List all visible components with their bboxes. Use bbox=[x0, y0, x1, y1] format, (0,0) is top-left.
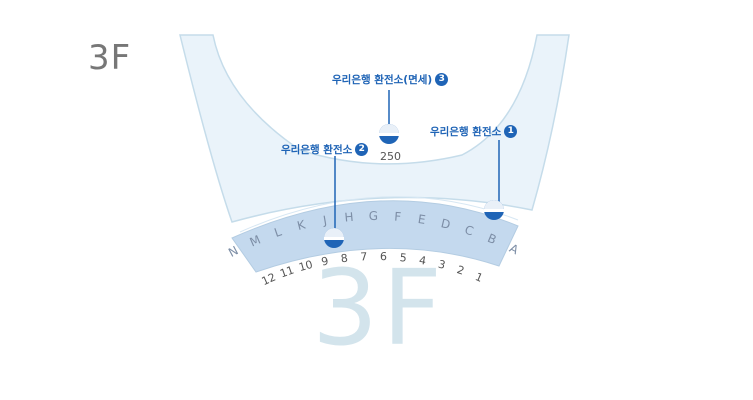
gate-number-7: 7 bbox=[360, 250, 368, 263]
gate-number-1: 1 bbox=[473, 270, 485, 285]
exchange-booth-icon[interactable] bbox=[324, 228, 344, 248]
booth-number-badge: 2 bbox=[355, 143, 369, 156]
exchange-booth-icon[interactable] bbox=[379, 124, 399, 144]
counter-band bbox=[231, 200, 519, 273]
exchange-booth-3-callout[interactable]: 우리은행 환전소(면세) 3 bbox=[332, 72, 449, 87]
zone-label-f: F bbox=[394, 210, 402, 224]
floor-label: 3F bbox=[88, 38, 132, 78]
gate-number-12: 12 bbox=[260, 271, 278, 289]
zone-label-m: M bbox=[248, 233, 263, 250]
exchange-booth-2-callout[interactable]: 우리은행 환전소 2 bbox=[281, 142, 369, 157]
gate-number-8: 8 bbox=[340, 252, 349, 266]
gate-number-6: 6 bbox=[380, 250, 387, 263]
gate-number-3: 3 bbox=[437, 258, 447, 272]
counter-edge bbox=[239, 196, 519, 233]
gate-number-4: 4 bbox=[418, 254, 427, 268]
gate-number-250: 250 bbox=[380, 150, 401, 163]
gate-number-5: 5 bbox=[399, 251, 407, 265]
zone-label-h: H bbox=[344, 210, 354, 225]
booth-label: 우리은행 환전소 bbox=[430, 126, 502, 138]
zone-label-d: D bbox=[440, 216, 452, 232]
zone-label-e: E bbox=[417, 212, 427, 227]
booth-number-badge: 1 bbox=[504, 125, 518, 138]
zone-label-c: C bbox=[463, 223, 475, 239]
exchange-booth-icon[interactable] bbox=[484, 200, 504, 220]
gate-number-10: 10 bbox=[297, 258, 314, 274]
booth-label: 우리은행 환전소(면세) bbox=[332, 74, 433, 86]
exchange-booth-1-callout[interactable]: 우리은행 환전소 1 bbox=[430, 124, 518, 139]
zone-label-l: L bbox=[272, 225, 283, 241]
gate-number-11: 11 bbox=[278, 264, 296, 281]
gate-number-9: 9 bbox=[320, 254, 329, 268]
booth-number-badge: 3 bbox=[435, 73, 449, 86]
terminal-floor-area bbox=[179, 34, 570, 223]
zone-label-j: J bbox=[321, 213, 328, 228]
zone-label-g: G bbox=[369, 209, 378, 223]
floor-watermark: 3F bbox=[312, 247, 446, 369]
gate-number-2: 2 bbox=[455, 263, 466, 278]
booth-label: 우리은행 환전소 bbox=[281, 144, 353, 156]
